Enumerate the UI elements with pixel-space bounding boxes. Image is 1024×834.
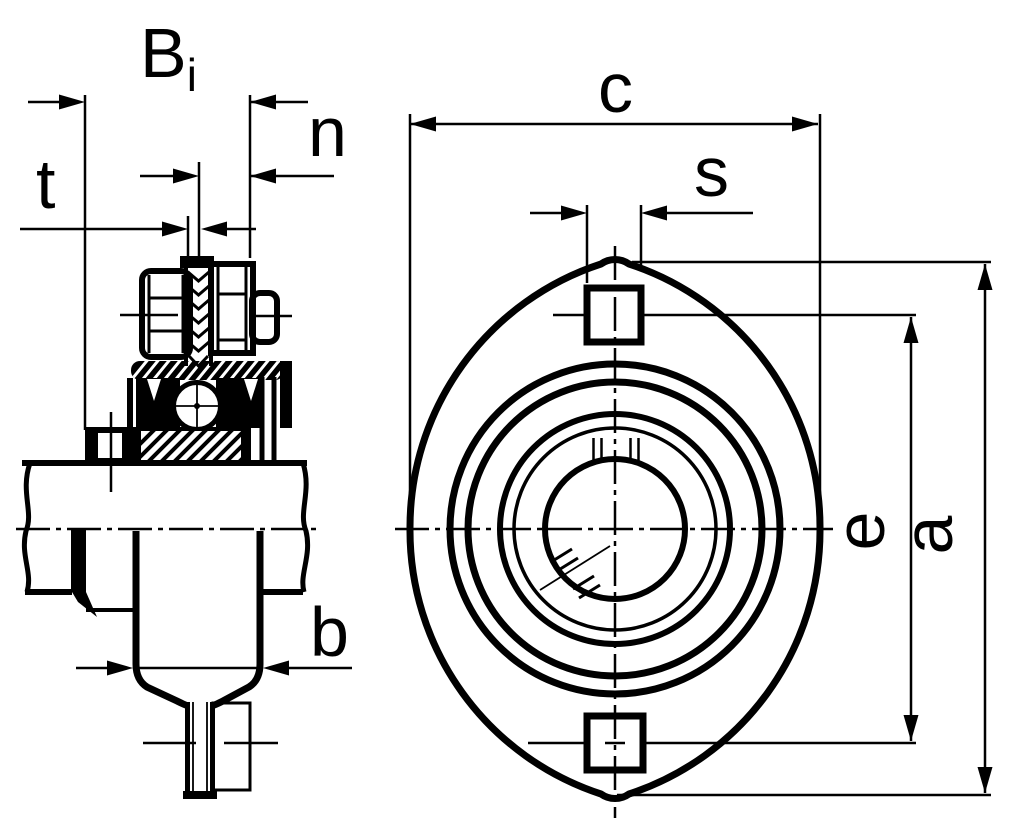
dimension-e: e	[528, 313, 919, 745]
dimension-t: t	[20, 145, 256, 258]
n-arrow-right	[250, 168, 276, 184]
b-arrow-right	[263, 660, 289, 676]
s-arrow-left	[561, 205, 587, 221]
a-arrow-top	[977, 264, 993, 290]
dimension-s: s	[530, 133, 753, 283]
shaft-break-left	[21, 462, 33, 593]
Bi-arrow-left	[59, 94, 85, 110]
screw-hole-axis-diagonal	[539, 545, 611, 591]
ball-center-dot	[194, 403, 200, 409]
t-arrow-right	[201, 221, 227, 237]
set-screw-hole-marks	[539, 438, 640, 600]
dim-label-e: e	[821, 512, 899, 551]
dim-label-a: a	[889, 515, 967, 554]
grub-screw-cap	[180, 256, 214, 268]
foot-outline-left	[132, 531, 190, 710]
set-screw-assembly	[120, 256, 292, 369]
housing-rim-right	[280, 361, 292, 428]
n-arrow-left	[173, 168, 199, 184]
bolt-shank	[185, 702, 215, 793]
dim-label-s: s	[694, 133, 729, 211]
dim-label-c: c	[598, 49, 633, 127]
dimension-n: n	[140, 93, 347, 258]
c-arrow-left	[410, 116, 436, 132]
dimension-b: b	[76, 593, 352, 676]
dim-label-b: b	[310, 593, 349, 671]
side-section-view: Bi n t b	[16, 14, 352, 799]
dimension-c: c	[408, 49, 822, 542]
hex-facets-right	[216, 267, 248, 350]
inner-ring-cap-left	[133, 429, 141, 462]
s-extension-lines	[585, 205, 643, 283]
dimension-a: a	[617, 260, 993, 797]
grub-screw-thread	[187, 270, 210, 369]
foot-outline-right	[210, 531, 264, 710]
screw-hole-ticks-top	[592, 438, 640, 463]
bolt-hole-top	[583, 284, 645, 346]
sleeve-section	[71, 530, 133, 617]
sleeve-chamfer	[72, 592, 97, 617]
bolt-thread-lines	[192, 702, 208, 793]
nut-square	[211, 701, 252, 792]
dim-label-t: t	[36, 145, 55, 223]
s-arrow-right	[641, 205, 667, 221]
flange-foot	[132, 531, 278, 799]
screw-tip-right	[249, 290, 280, 345]
dim-label-n: n	[308, 93, 347, 171]
e-arrow-bottom	[903, 715, 919, 741]
inner-ring-cap-right	[241, 429, 249, 462]
Bi-arrow-right	[250, 94, 276, 110]
c-arrow-right	[792, 116, 818, 132]
shaft-break-right	[300, 462, 311, 593]
bearing-section	[85, 361, 292, 492]
c-extension-lines	[408, 114, 822, 542]
t-arrow-left	[162, 221, 188, 237]
shaft	[16, 460, 322, 595]
bolt-end-cap	[183, 791, 217, 799]
a-arrow-bottom	[977, 767, 993, 793]
seal-gap-right	[244, 379, 258, 401]
grub-screw-shank	[184, 268, 213, 366]
sleeve-bar	[71, 530, 86, 592]
e-arrow-top	[903, 317, 919, 343]
housing-ring-knurling	[131, 361, 284, 380]
seal-gap-left	[147, 379, 161, 401]
screw-hole-ticks-diagonal	[550, 547, 601, 600]
front-view: c s e a	[395, 49, 993, 818]
b-arrow-left	[107, 660, 133, 676]
dim-label-Bi: Bi	[140, 14, 197, 101]
